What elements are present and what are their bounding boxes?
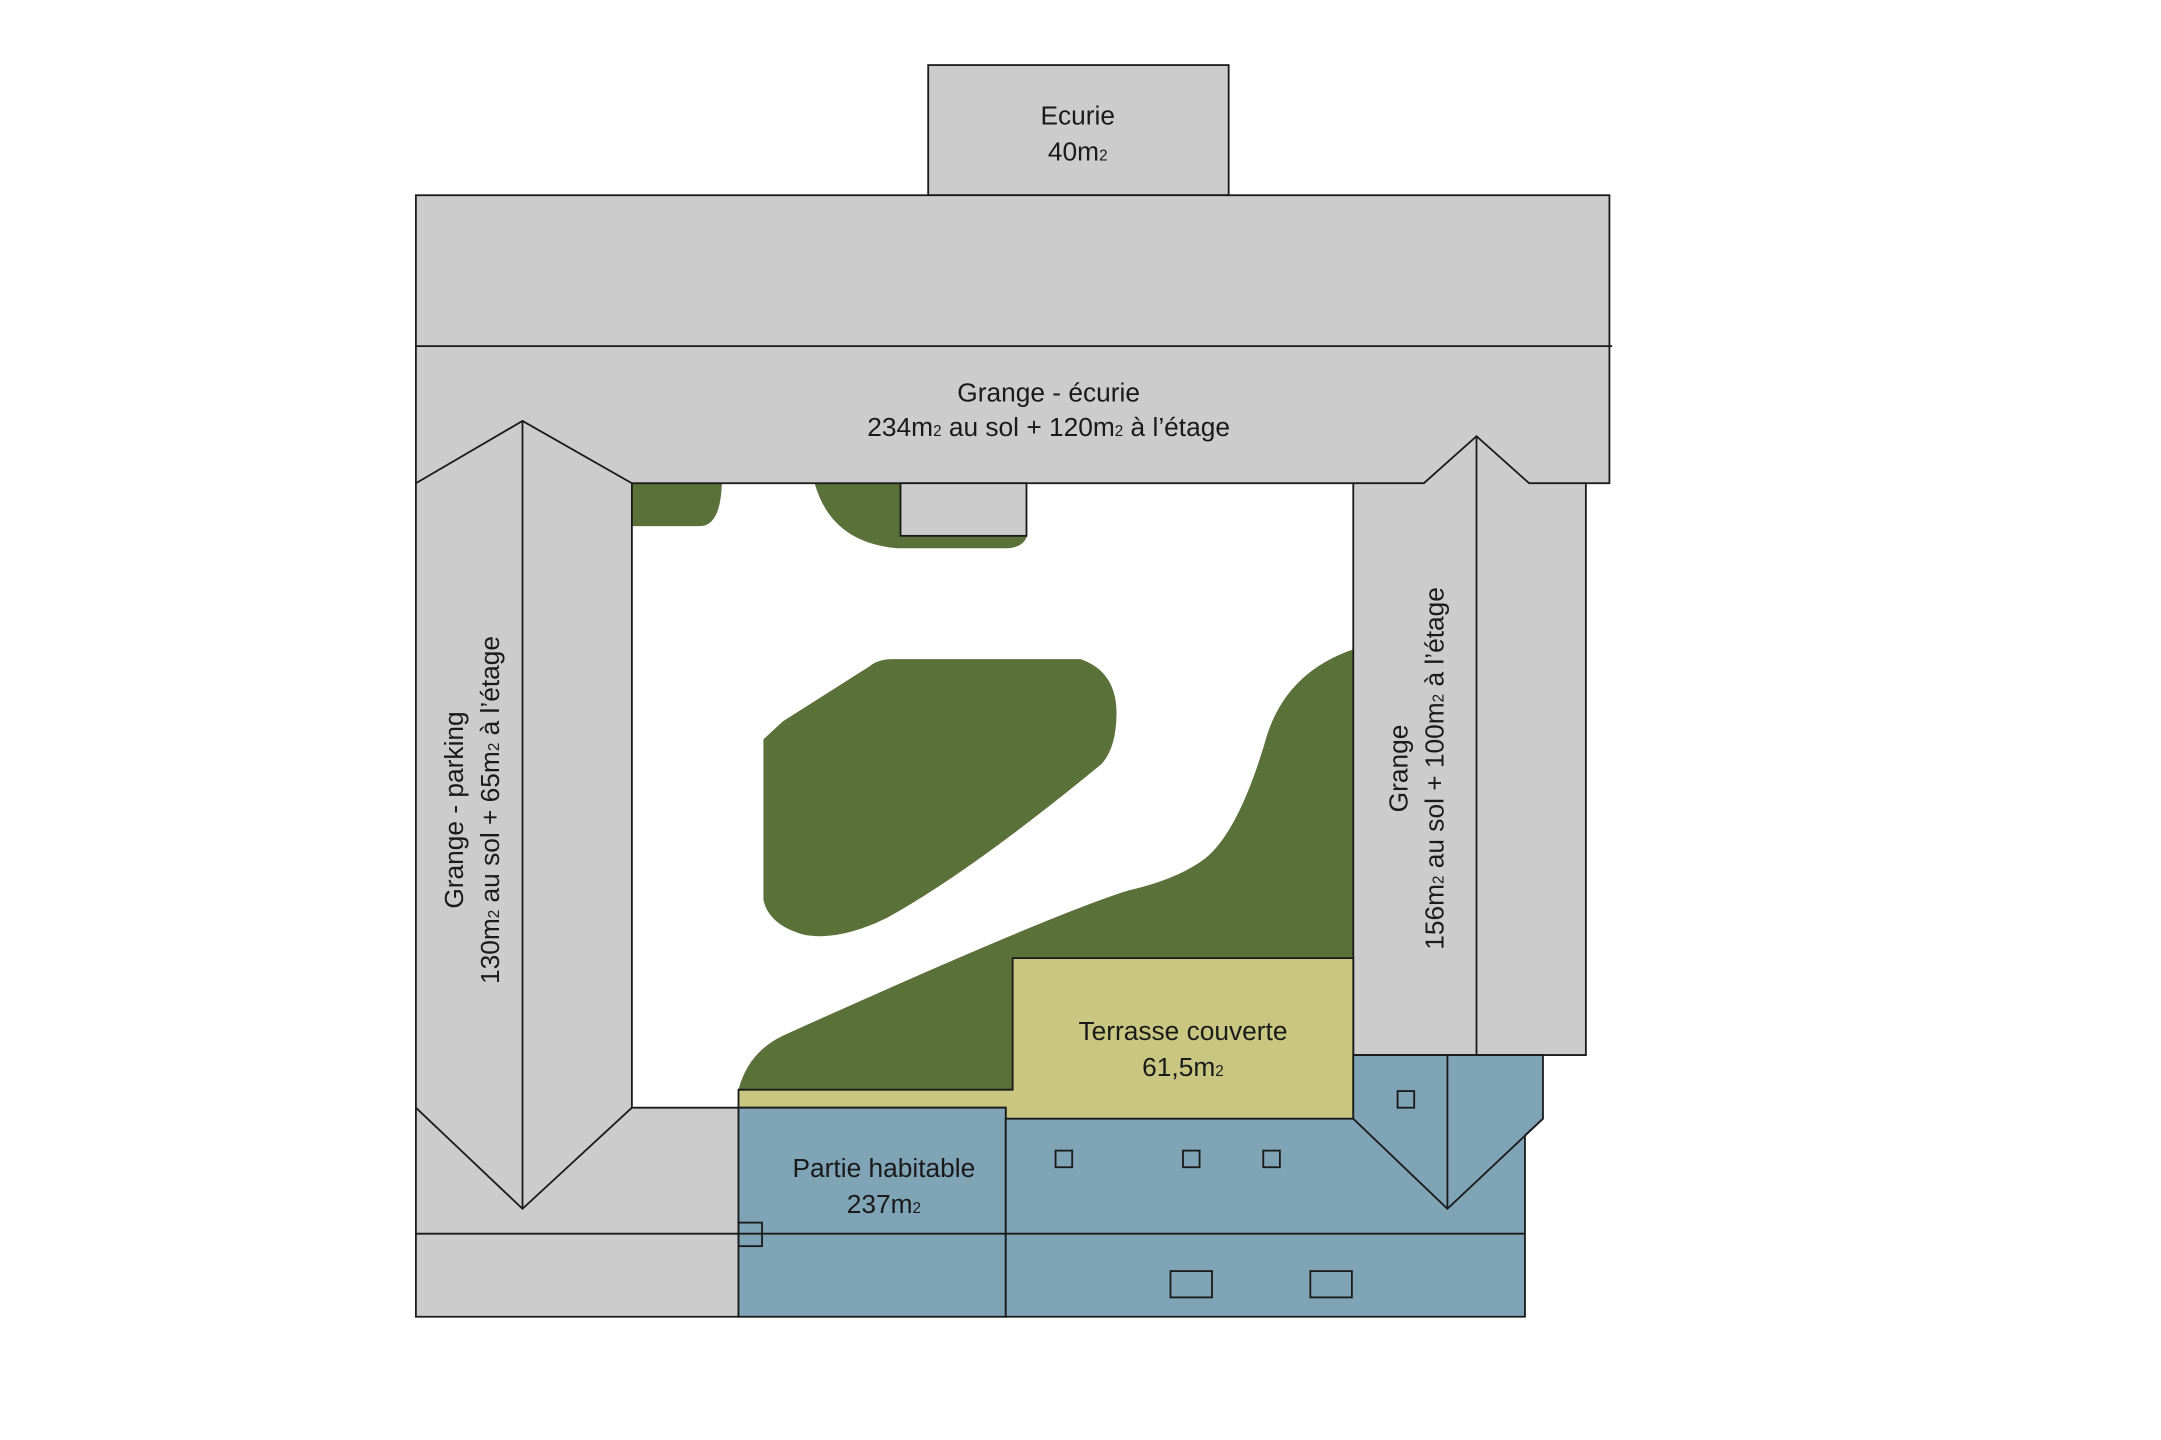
annex-small (899, 482, 1028, 537)
chimney (737, 1221, 763, 1248)
grange-parking-name: Grange - parking (439, 711, 469, 908)
skylight (1182, 1149, 1201, 1169)
ecurie-name: Ecurie (1040, 101, 1115, 131)
habitable-name: Partie habitable (793, 1153, 976, 1183)
habitable-area: 237m2 (847, 1189, 921, 1219)
roof-window (1309, 1270, 1353, 1299)
skylight (1054, 1149, 1074, 1169)
terrasse-area: 61,5m2 (1142, 1052, 1224, 1082)
partie-habitable (737, 1106, 1007, 1318)
garden-top-left (631, 483, 722, 527)
terrasse-name: Terrasse couverte (1078, 1016, 1287, 1046)
grange-ecurie-area: 234m2 au sol + 120m2 à l’étage (867, 412, 1230, 442)
ecurie-building (927, 64, 1230, 197)
ecurie-area: 40m2 (1048, 137, 1108, 167)
skylight (1262, 1149, 1281, 1169)
grange-name: Grange (1383, 725, 1413, 813)
garden-right (738, 649, 1354, 1090)
garden-center (763, 659, 1117, 937)
grange-parking-area: 130m2 au sol + 65m2 à l’étage (475, 636, 505, 984)
roof-window (1169, 1270, 1213, 1299)
grange-area: 156m2 au sol + 100m2 à l’étage (1419, 587, 1449, 950)
grange-parking-building (414, 419, 740, 1318)
grange-ecurie-name: Grange - écurie (957, 378, 1140, 408)
skylight (1396, 1090, 1416, 1109)
